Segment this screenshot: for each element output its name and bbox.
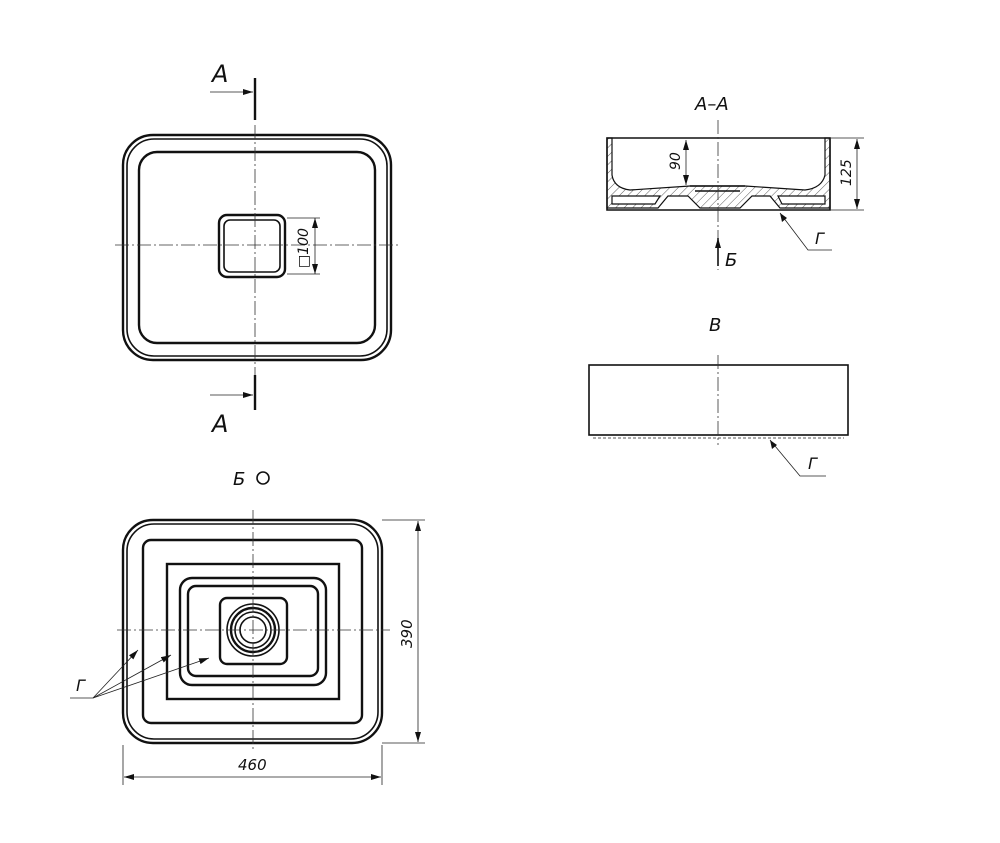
section-title: А–А bbox=[694, 94, 729, 115]
side-view-title: В bbox=[709, 315, 721, 336]
side-leader-line bbox=[769, 439, 826, 477]
bottom-height-dimension: 390 bbox=[398, 619, 416, 648]
drain-dimension: □100 bbox=[296, 228, 312, 268]
bottom-outer bbox=[121, 518, 384, 745]
top-view: □100 A A bbox=[115, 60, 398, 438]
rotation-icon bbox=[256, 471, 270, 485]
basin-outer-rim bbox=[121, 133, 393, 362]
section-mark-bottom: A bbox=[210, 410, 228, 438]
basin-bowl bbox=[137, 150, 377, 345]
leader-line bbox=[779, 212, 832, 251]
bottom-view: Б 390 460 Г bbox=[70, 469, 425, 785]
section-view: А–А 90 125 Б Г bbox=[606, 94, 864, 271]
leader-label: Г bbox=[815, 229, 825, 248]
view-arrow-label: Б bbox=[725, 250, 737, 271]
basin-rim-inner-edge bbox=[126, 138, 388, 357]
bottom-leader-label: Г bbox=[76, 676, 86, 695]
side-leader-label: Г bbox=[808, 454, 818, 473]
bottom-drain-pad bbox=[218, 596, 289, 666]
bottom-view-title: Б bbox=[233, 469, 245, 490]
side-view: В Г bbox=[588, 315, 849, 477]
bottom-width-dimension: 460 bbox=[238, 756, 267, 774]
leader-to-step-3 bbox=[92, 657, 210, 699]
drain-square-inner bbox=[223, 219, 281, 273]
side-view-outline bbox=[588, 364, 849, 436]
section-mark-top: A bbox=[210, 60, 228, 88]
height-dimension: 125 bbox=[839, 159, 855, 186]
drain-square bbox=[217, 213, 287, 279]
leader-to-step-1 bbox=[92, 649, 139, 699]
depth-dimension: 90 bbox=[668, 152, 684, 170]
leader-to-step-2 bbox=[92, 654, 172, 699]
bottom-step-1 bbox=[141, 538, 364, 725]
section-hatched-body bbox=[606, 137, 831, 209]
